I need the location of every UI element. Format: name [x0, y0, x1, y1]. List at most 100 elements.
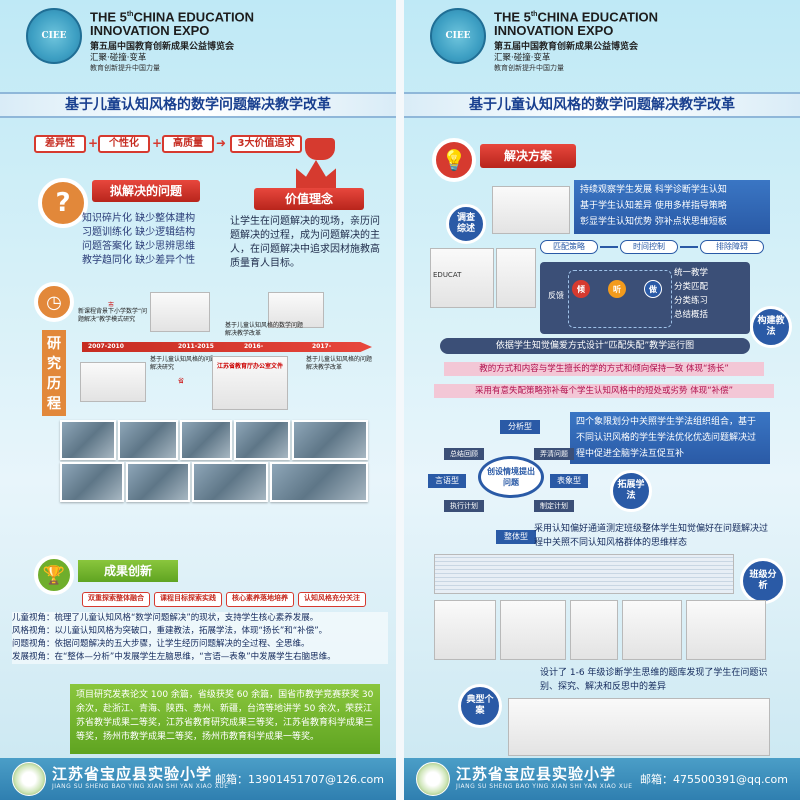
- expo-logo-icon: CIEE: [430, 8, 486, 64]
- crown-large-icon: [296, 160, 336, 188]
- problem-title: 拟解决的问题: [92, 180, 200, 202]
- timeline-year: 2011-2015: [178, 343, 214, 350]
- document-thumbnail: [496, 248, 536, 308]
- trophy-icon: 🏆: [34, 555, 74, 595]
- achieve-line: 发展视角：在“整体—分析”中发展学生左脑思维，“言语—表象”中发展学生右脑思维。: [12, 652, 336, 662]
- expo-title-line2: INNOVATION EXPO: [494, 23, 614, 39]
- timeline-label: 新课程背景下小学数学“问题解决”教学模式研究: [78, 308, 148, 323]
- cycle-line: 总结概括: [674, 310, 709, 320]
- activity-photo: [234, 420, 290, 460]
- expo-subtitle: 教育创新提升中国力量: [494, 64, 564, 72]
- document-thumbnail: [80, 362, 146, 402]
- document-thumbnail: [150, 292, 210, 332]
- value-text: 让学生在问题解决的现场，亲历问题解决的过程，成为问题解决的主人，在问题解决中追求…: [230, 216, 380, 269]
- expo-title-sup: th: [126, 11, 134, 18]
- achieve-line: 儿童视角：梳理了儿童认知风格“数学问题解决”的现状，支持学生核心素养发展。: [12, 613, 319, 623]
- quadrant-center: 创设情境提出问题: [478, 456, 544, 498]
- footer: 江苏省宝应县实验小学 JIANG SU SHENG BAO YING XIAN …: [0, 758, 396, 800]
- report-thumbnail: [622, 600, 682, 660]
- pink-line: 采用有意失配策略弥补每个学生认知风格中的短处或劣势 体现“补偿”: [434, 384, 774, 398]
- strategy-step: 时间控制: [620, 240, 678, 254]
- achieve-lines: 儿童视角：梳理了儿童认知风格“数学问题解决”的现状，支持学生核心素养发展。 风格…: [12, 612, 388, 664]
- timeline-label: 基于儿童认知风格的数学问题解决教学改革: [225, 322, 304, 337]
- document-thumbnail: [268, 292, 324, 328]
- quadrant-label: 言语型: [428, 474, 466, 488]
- value-pursuit-tag: 3大价值追求: [230, 135, 302, 153]
- feedback-label: 反馈: [548, 291, 564, 300]
- cycle-lines: 统一教学 分类匹配 分类练习 总结概括: [674, 266, 708, 322]
- cycle-node: 做: [644, 280, 662, 298]
- construct-label: 构建教法: [750, 306, 792, 348]
- expo-title-part: THE 5: [90, 9, 127, 25]
- quadrant-label: 总结回顾: [444, 448, 484, 460]
- question-icon: ?: [38, 178, 88, 228]
- document-thumbnail: 江苏省教育厅办公室文件: [212, 356, 288, 410]
- report-thumbnail: [686, 600, 766, 660]
- plus-icon: +: [152, 136, 163, 150]
- timeline-year: 2017-: [312, 343, 332, 350]
- quadrant-label: 表象型: [550, 474, 588, 488]
- expo-cn-title: 第五届中国教育创新成果公益博览会: [90, 42, 235, 52]
- achieve-tag: 认知风格充分关注: [298, 592, 366, 607]
- quadrant-label: 制定计划: [534, 500, 574, 512]
- cycle-line: 分类匹配: [674, 282, 709, 292]
- footer: 江苏省宝应县实验小学 JIANG SU SHENG BAO YING XIAN …: [404, 758, 800, 800]
- timeline-label: 基于儿童认知风格的问题解决教学改革: [306, 356, 373, 371]
- problem-item: 问题答案化 缺少思辨思维: [82, 241, 196, 252]
- expo-cn-title: 第五届中国教育创新成果公益博览会: [494, 42, 639, 52]
- cycle-node: 倾: [572, 280, 590, 298]
- school-logo-icon: [416, 762, 450, 796]
- quadrant-label: 弄清问题: [534, 448, 574, 460]
- case-label: 典型个案: [458, 684, 502, 728]
- timeline-tag: 省: [178, 378, 185, 385]
- connector: [680, 246, 698, 248]
- expo-header: CIEE THE 5thCHINA EDUCATION INNOVATION E…: [404, 0, 800, 92]
- tag-personalized: 个性化: [98, 135, 150, 153]
- activity-photo: [126, 462, 190, 502]
- activity-photo: [292, 420, 368, 460]
- achieve-tag: 双重探索整体融合: [82, 592, 150, 607]
- email-link[interactable]: 邮箱：13901451707@126.com: [215, 773, 384, 786]
- school-logo-icon: [12, 762, 46, 796]
- expo-logo-icon: CIEE: [26, 8, 82, 64]
- method-text: 四个象限划分中关照学生学法组织组合，基于不同认识风格的学生学法优化优选问题解决过…: [570, 412, 770, 464]
- problem-list: 知识碎片化 缺少整体建构 习题训练化 缺少逻辑结构 问题答案化 缺少思辨思维 教…: [82, 212, 195, 268]
- report-thumbnail: [500, 600, 566, 660]
- expo-subtitle: 教育创新提升中国力量: [90, 64, 160, 72]
- strategy-step: 排除障碍: [700, 240, 764, 254]
- class-text: 采用认知偏好通道测定班级整体学生知觉偏好在问题解决过程中关照不同认知风格群体的思…: [534, 524, 769, 548]
- case-text: 设计了 1-6 年级诊断学生思维的题库发现了学生在问题识别、探究、解决和反思中的…: [540, 668, 768, 692]
- project-title: 基于儿童认知风格的数学问题解决教学改革: [404, 92, 800, 118]
- panel-left: CIEE THE 5thCHINA EDUCATION INNOVATION E…: [0, 0, 396, 800]
- timeline-label: 基于儿童认知风格的问题解决研究: [150, 356, 217, 371]
- lightbulb-icon: 💡: [432, 138, 476, 182]
- expo-title-part: THE 5: [494, 9, 531, 25]
- activity-photo: [180, 420, 232, 460]
- survey-line: 彰显学生认知优势 弥补点状思维短板: [580, 217, 727, 227]
- doc-label: EDUCAT: [433, 271, 462, 279]
- activity-photo: [118, 420, 178, 460]
- tag-quality: 高质量: [162, 135, 214, 153]
- arrow-right-icon: ➜: [216, 136, 227, 150]
- crown-icon: [305, 138, 335, 160]
- tag-difference: 差异性: [34, 135, 86, 153]
- expo-header: CIEE THE 5thCHINA EDUCATION INNOVATION E…: [0, 0, 396, 92]
- case-thumbnail: [508, 698, 770, 756]
- email-link[interactable]: 邮箱：475500391@qq.com: [640, 773, 788, 786]
- survey-line: 基于学生认知差异 使用多样指导策略: [580, 201, 727, 211]
- cycle-line: 分类练习: [674, 296, 709, 306]
- expo-title: THE 5thCHINA EDUCATION INNOVATION EXPO: [494, 8, 658, 38]
- pink-line: 教的方式和内容与学生擅长的学的方式和倾向保持一致 体现“扬长”: [444, 362, 764, 376]
- expo-slogan: 汇聚·碰撞·变革: [494, 53, 551, 63]
- school-name: 江苏省宝应县实验小学: [456, 765, 617, 783]
- document-thumbnail: EDUCAT: [430, 248, 494, 308]
- doc-banner: 江苏省教育厅办公室文件: [216, 363, 283, 370]
- expo-slogan: 汇聚·碰撞·变革: [90, 53, 147, 63]
- activity-photo: [60, 420, 116, 460]
- timeline-tag: 市: [108, 302, 115, 309]
- timeline-year: 2007-2010: [88, 343, 124, 350]
- principle-text: 依据学生知觉偏爱方式设计“匹配失配”教学运行图: [440, 338, 750, 354]
- activity-photo: [60, 462, 124, 502]
- solution-title: 解决方案: [480, 144, 576, 168]
- quadrant-label: 分析型: [500, 420, 540, 434]
